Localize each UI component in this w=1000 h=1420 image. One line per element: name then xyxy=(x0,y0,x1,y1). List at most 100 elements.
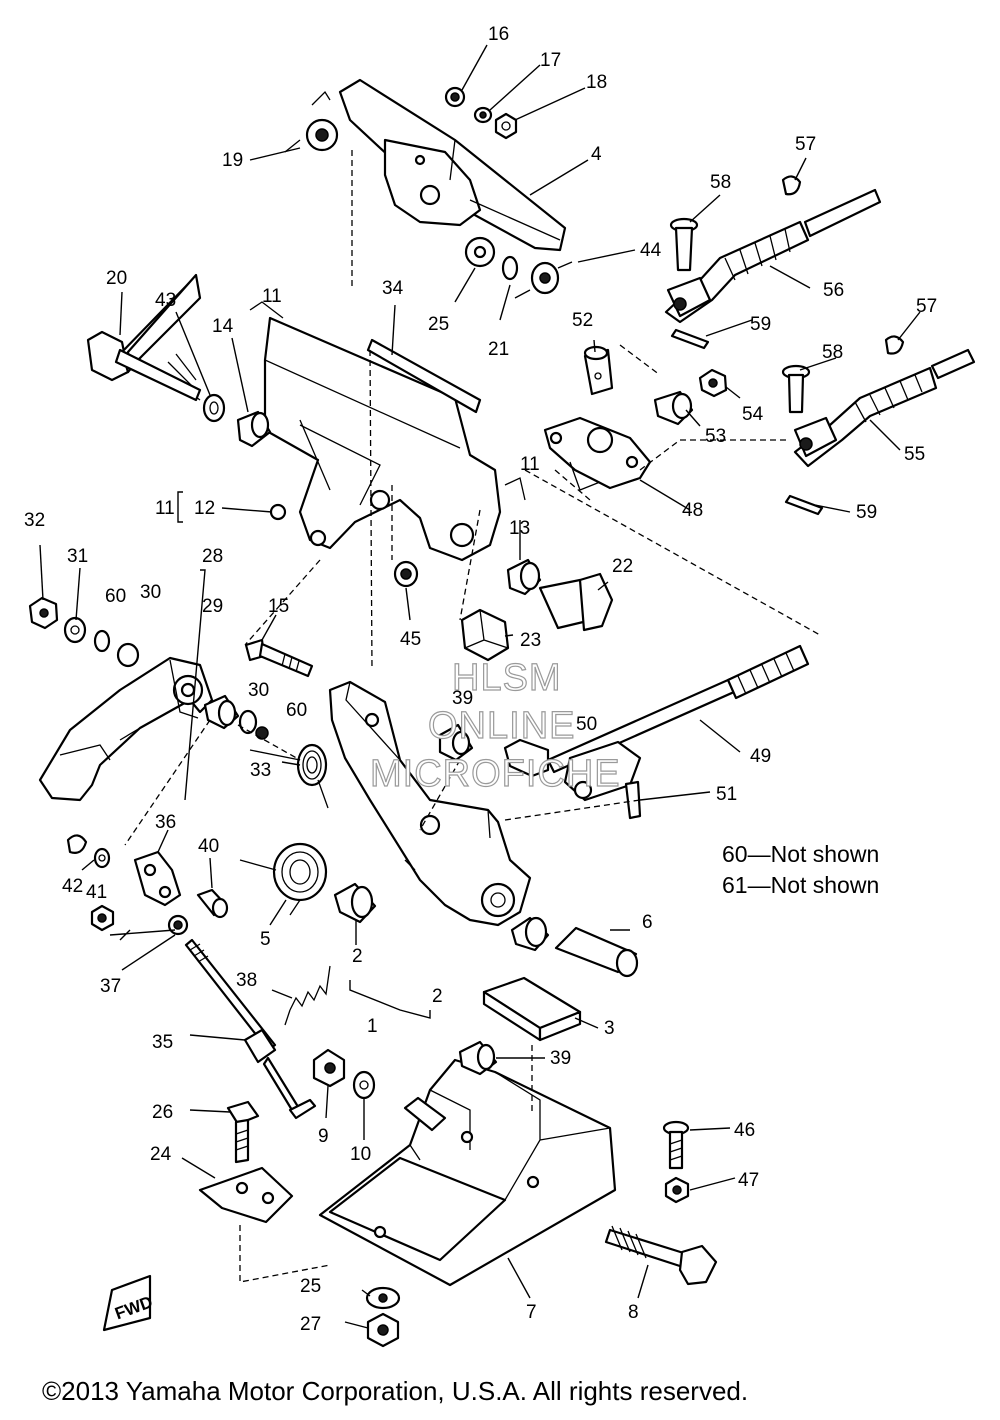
callout-30-left: 30 xyxy=(140,582,161,603)
callout-48: 48 xyxy=(682,500,703,521)
callout-43: 43 xyxy=(155,290,176,311)
pipe-6 xyxy=(554,926,639,978)
pin-51 xyxy=(624,780,642,820)
pin-40 xyxy=(196,888,229,919)
callout-56: 56 xyxy=(823,280,844,301)
callout-38: 38 xyxy=(236,970,257,991)
bushing-39-lower xyxy=(458,1040,498,1076)
callout-37: 37 xyxy=(100,976,121,997)
callout-29: 29 xyxy=(202,596,223,617)
spring-38 xyxy=(284,965,331,1026)
note-61: 61—Not shown xyxy=(722,872,879,898)
callout-40: 40 xyxy=(198,836,219,857)
bolt-15 xyxy=(244,638,314,678)
callout-14: 14 xyxy=(212,316,234,337)
callout-58: 58 xyxy=(710,172,731,193)
collar-2-right xyxy=(510,916,550,952)
callout-52: 52 xyxy=(572,310,593,331)
callout-5: 5 xyxy=(260,929,271,950)
washer-25-nut-27 xyxy=(365,1286,401,1348)
callout-32: 32 xyxy=(24,510,45,531)
callout-24: 24 xyxy=(150,1144,172,1165)
group-brackets xyxy=(109,491,431,1019)
block-23 xyxy=(460,608,510,662)
callout-28: 28 xyxy=(202,546,223,567)
callout-11-top: 11 xyxy=(262,286,282,307)
callout-25-lower: 25 xyxy=(300,1276,321,1297)
bracket-4 xyxy=(338,78,567,252)
callout-15: 15 xyxy=(268,596,289,617)
rod-34 xyxy=(366,338,482,414)
washers-30-60-mid xyxy=(238,709,269,740)
callout-39-lower: 39 xyxy=(550,1048,571,1069)
callout-31: 31 xyxy=(67,546,88,567)
bolt-46-nut-47 xyxy=(662,1120,690,1204)
callout-3: 3 xyxy=(604,1018,615,1039)
bolt-8 xyxy=(604,1225,718,1286)
nut-32 xyxy=(28,596,59,630)
base-bracket-7 xyxy=(318,1058,617,1287)
callout-59-lower: 59 xyxy=(856,502,877,523)
pad-3 xyxy=(482,976,582,1042)
callout-17: 17 xyxy=(540,50,561,71)
callout-11-right: 11 xyxy=(520,454,540,475)
arm-36 xyxy=(133,850,182,907)
note-60: 60—Not shown xyxy=(722,841,879,867)
cable-56 xyxy=(664,188,882,324)
callout-10: 10 xyxy=(350,1144,371,1165)
bolt-26 xyxy=(226,1100,260,1164)
callout-44: 44 xyxy=(640,240,662,261)
plate-24 xyxy=(198,1166,294,1224)
callout-55: 55 xyxy=(904,444,925,465)
callout-54: 54 xyxy=(742,404,764,425)
callout-25-top: 25 xyxy=(428,314,449,335)
cotter-59-top xyxy=(670,328,710,350)
assembly-dash-lines xyxy=(124,150,821,1283)
copyright-text: ©2013 Yamaha Motor Corporation, U.S.A. A… xyxy=(42,1376,748,1406)
callout-51: 51 xyxy=(716,784,737,805)
callout-35: 35 xyxy=(152,1032,173,1053)
watermark-line-2: ONLINE xyxy=(428,705,575,747)
callout-4: 4 xyxy=(591,144,602,165)
callout-33: 33 xyxy=(250,760,271,781)
callout-47: 47 xyxy=(738,1170,759,1191)
washers-25-21-44 xyxy=(464,236,573,299)
callout-20: 20 xyxy=(106,268,127,289)
callout-11-left: 11 xyxy=(155,498,175,519)
callout-22: 22 xyxy=(612,556,633,577)
callout-23: 23 xyxy=(520,630,541,651)
callout-6: 6 xyxy=(642,912,653,933)
callout-45: 45 xyxy=(400,629,421,650)
callout-1: 1 xyxy=(367,1016,378,1037)
pin-58-lower xyxy=(781,364,811,414)
clip-57-top xyxy=(781,175,802,196)
callout-59-top: 59 xyxy=(750,314,771,335)
rod-35 xyxy=(184,938,317,1120)
callout-49: 49 xyxy=(750,746,771,767)
watermark-line-3: MICROFICHE xyxy=(370,753,621,795)
collar-13-bolt-22 xyxy=(506,558,614,632)
callout-21: 21 xyxy=(488,339,509,360)
callout-41: 41 xyxy=(86,882,107,903)
callout-34: 34 xyxy=(382,278,404,299)
collar-14 xyxy=(236,410,272,448)
callout-12: 12 xyxy=(194,498,215,519)
watermark-line-1: HLSM xyxy=(452,657,562,699)
callout-42: 42 xyxy=(62,876,83,897)
bushing-39-upper xyxy=(438,723,474,762)
nut-16-17-18 xyxy=(444,86,518,140)
collar-2-left xyxy=(333,882,377,924)
callout-2-upper: 2 xyxy=(352,946,363,967)
cable-55 xyxy=(793,348,976,468)
spring-5 xyxy=(239,842,328,916)
callout-60-mid: 60 xyxy=(286,700,307,721)
callout-60-left: 60 xyxy=(105,586,126,607)
callout-50: 50 xyxy=(576,714,597,735)
callout-8: 8 xyxy=(628,1302,639,1323)
lever-1 xyxy=(328,680,532,927)
rod-49 xyxy=(546,644,810,774)
callout-18: 18 xyxy=(586,72,607,93)
callout-2-lower: 2 xyxy=(432,986,443,1007)
nut-washer-19 xyxy=(284,90,339,153)
